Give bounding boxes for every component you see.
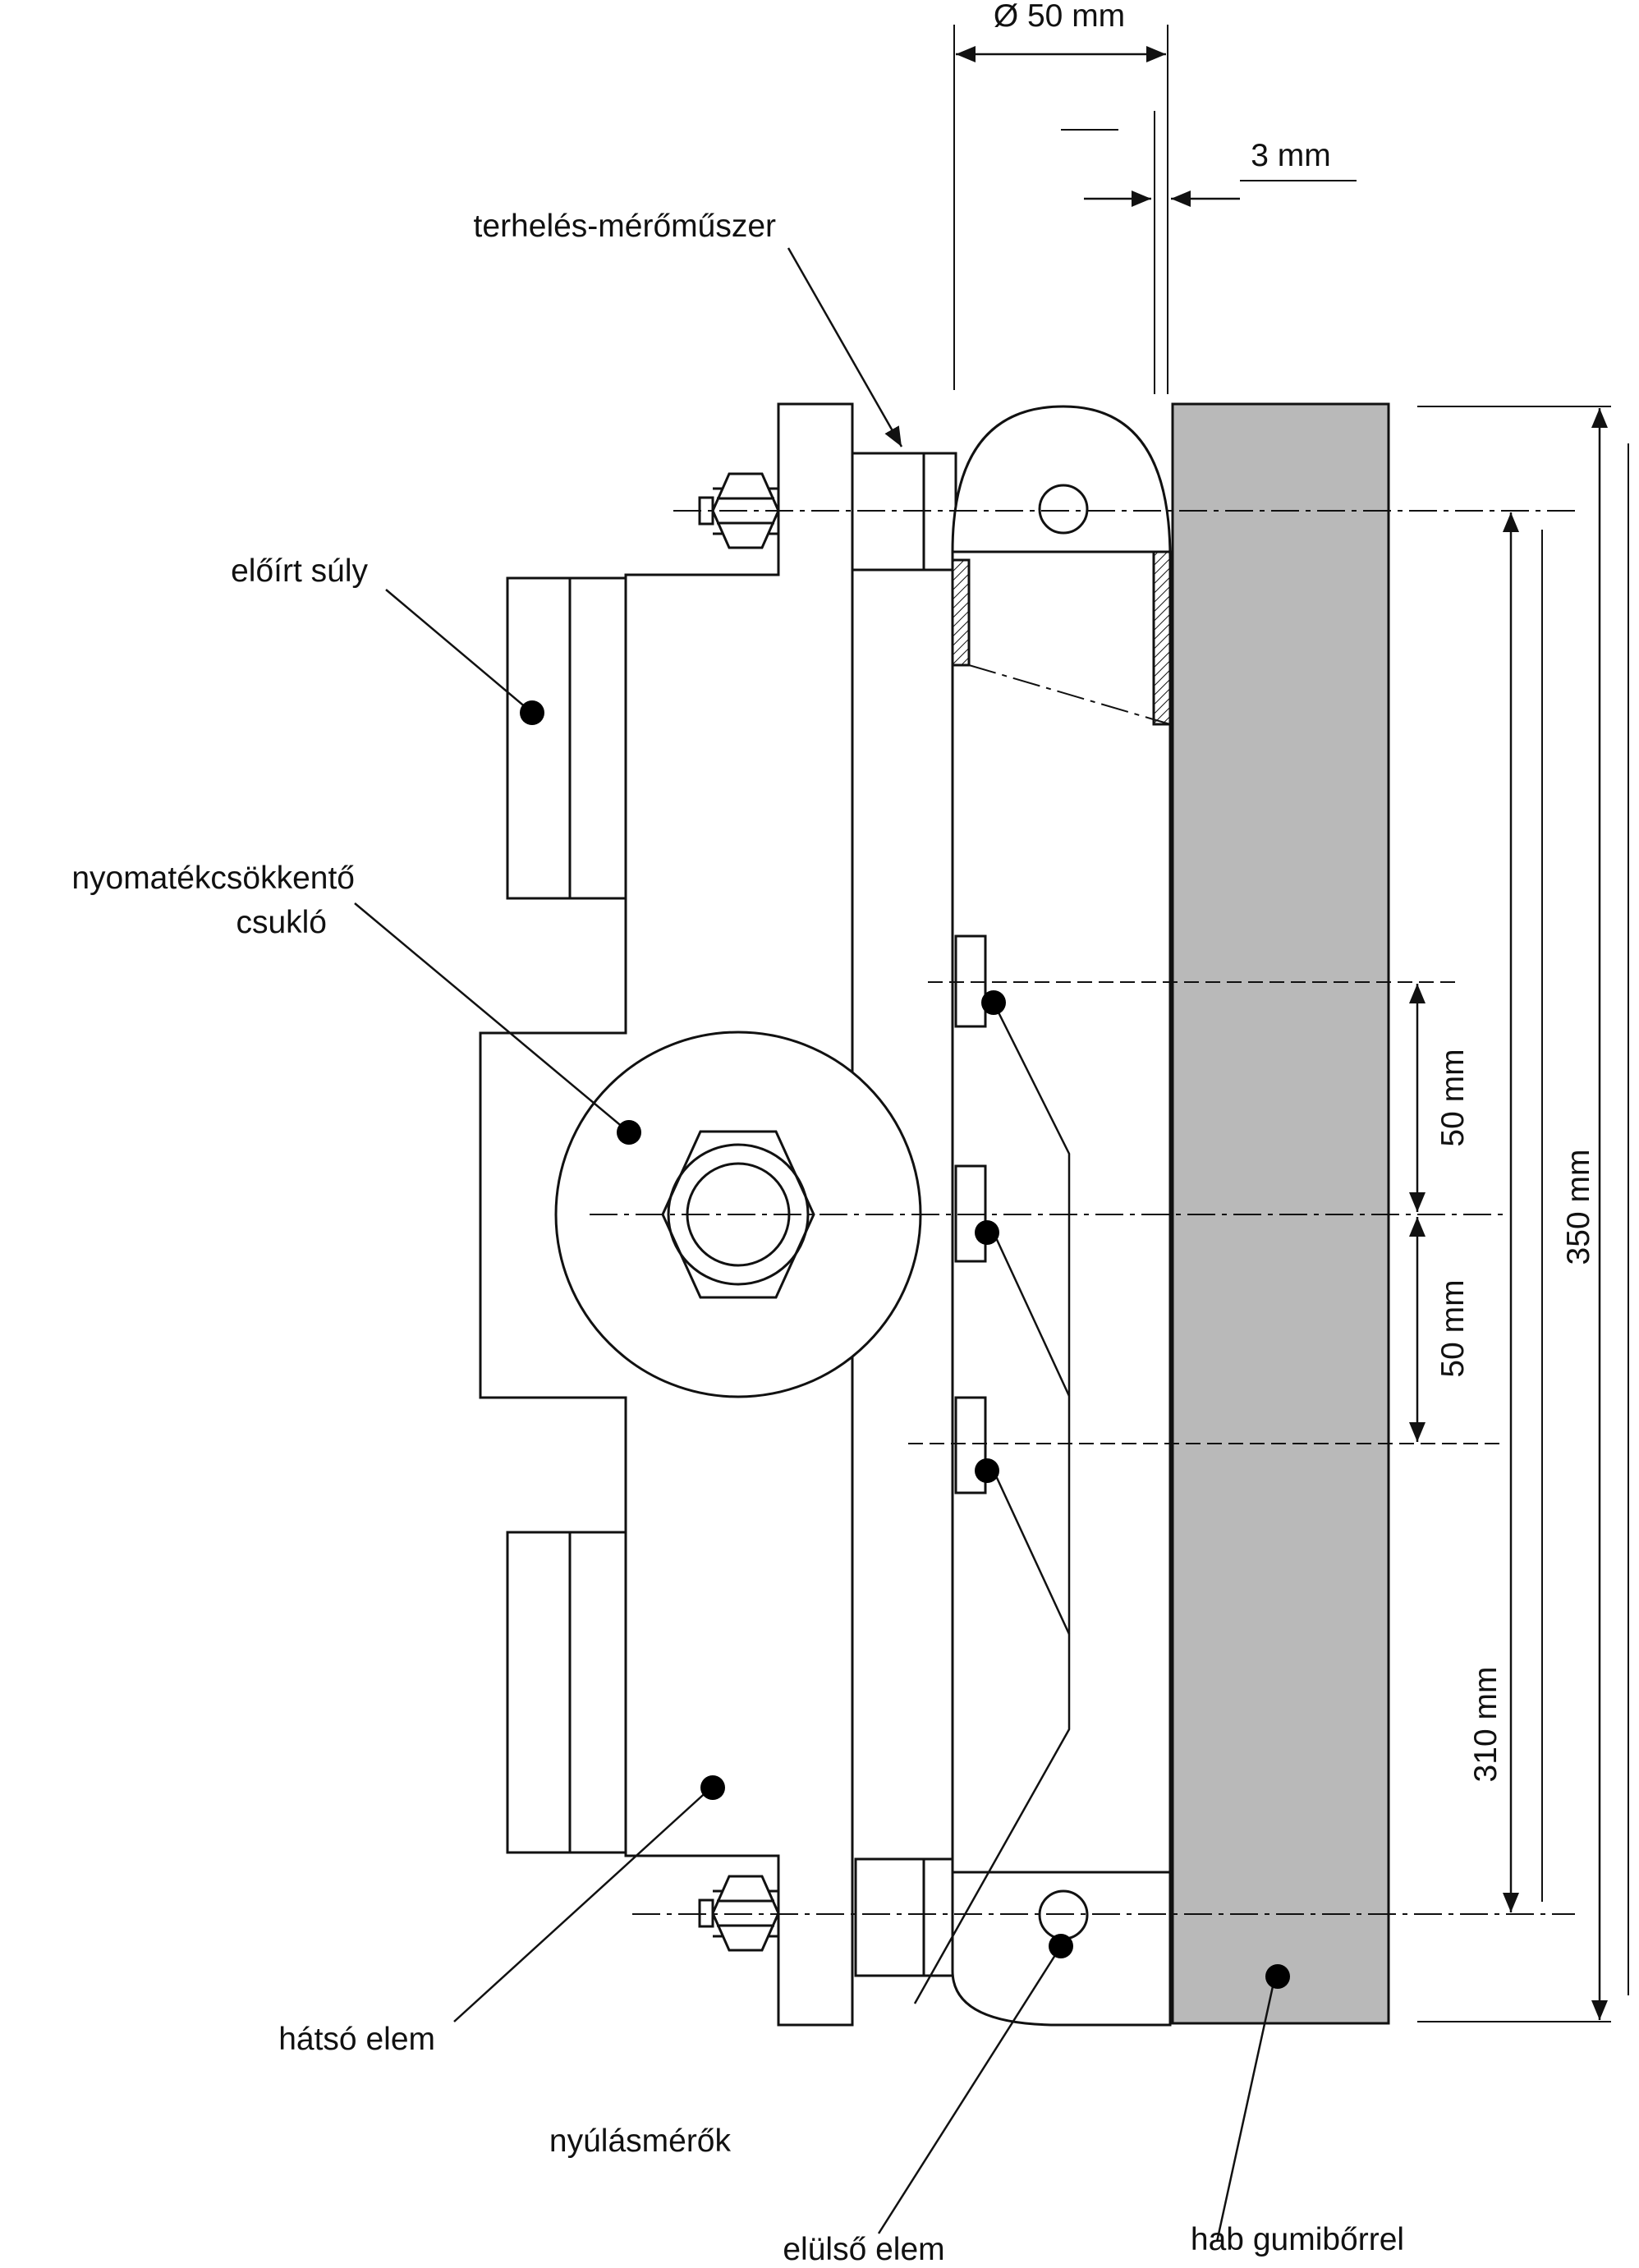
dot-gauge-3 xyxy=(975,1458,999,1483)
gauge-tab-3 xyxy=(954,1396,987,1494)
hatch-left xyxy=(951,558,971,667)
dim-label-50-upper: 50 mm xyxy=(1435,1049,1471,1146)
leader-weight xyxy=(385,589,533,714)
leader-load-meter xyxy=(787,247,903,448)
label-strain-gauges: nyúlásmérők xyxy=(549,2123,732,2159)
dot-foam xyxy=(1265,1964,1290,1989)
load-cell-bottom xyxy=(854,1857,956,1977)
weight-bottom xyxy=(506,1531,627,1854)
label-load-meter: terhelés-mérőműszer xyxy=(474,209,776,244)
dot-rear-element xyxy=(700,1775,725,1800)
front-element-outline xyxy=(951,405,1172,2027)
dim-label-310: 310 mm xyxy=(1468,1667,1504,1783)
label-diameter: Ø 50 mm xyxy=(994,0,1125,34)
label-weight: előírt súly xyxy=(231,553,368,589)
leader-foam xyxy=(1215,1978,1276,2243)
dot-torque-joint xyxy=(617,1120,641,1145)
dim-label-350: 350 mm xyxy=(1561,1150,1596,1265)
dim-label-50-lower: 50 mm xyxy=(1435,1279,1471,1377)
leader-front-element xyxy=(877,1945,1063,2234)
weight-top xyxy=(506,576,627,900)
hatch-right xyxy=(1152,550,1172,726)
label-torque-joint-line1: nyomatékcsökkentő xyxy=(71,861,355,896)
dot-gauge-2 xyxy=(975,1220,999,1245)
label-thickness: 3 mm xyxy=(1251,138,1331,173)
dot-gauge-1 xyxy=(981,990,1006,1015)
reference-dots xyxy=(520,700,1290,1989)
leader-torque-joint xyxy=(354,902,630,1133)
leader-rear-element xyxy=(453,1787,712,2022)
top-pivot-hole xyxy=(1038,484,1089,535)
label-torque-joint-line2: csukló xyxy=(236,905,327,940)
label-front-element: elülső elem xyxy=(783,2232,944,2264)
label-foam: hab gumibőrrel xyxy=(1191,2222,1404,2257)
dot-weight xyxy=(520,700,544,725)
label-rear-element: hátsó elem xyxy=(278,2022,435,2057)
dot-front-element xyxy=(1049,1934,1073,1958)
gauge-wire xyxy=(913,1002,1071,2004)
